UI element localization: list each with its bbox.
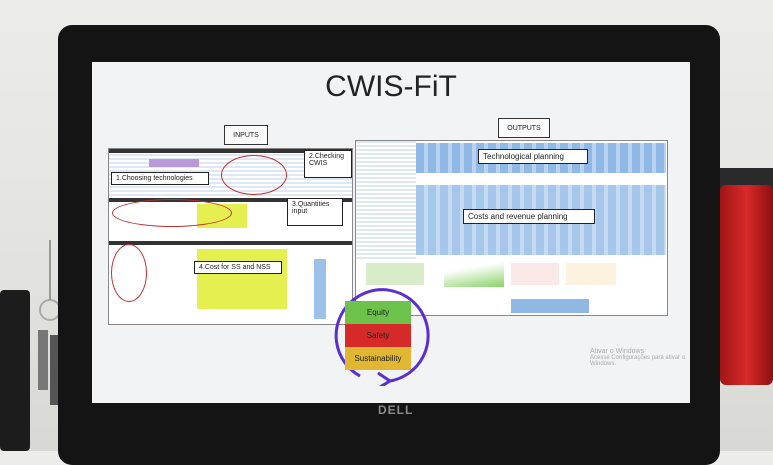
callout-choosing-technologies: 1.Choosing technologies	[111, 172, 209, 185]
outputs-spreadsheet: Technological planning Costs and revenue…	[355, 140, 668, 316]
black-object	[0, 290, 30, 451]
watermark-line2: Acesse Configurações para ativar o Windo…	[590, 355, 686, 367]
callout-costs-revenue-planning: Costs and revenue planning	[463, 209, 595, 224]
pillar-sustainability: Sustainability	[345, 347, 411, 370]
monitor-screen: CWIS-FiT INPUTS OUTPUTS 1.Choosing techn…	[92, 62, 690, 403]
inputs-label: INPUTS	[224, 125, 268, 145]
dell-logo: DELL	[378, 403, 414, 417]
windows-activation-watermark: Ativar o Windows Acesse Configurações pa…	[590, 348, 690, 367]
callout-quantities-input: 3.Quantities input	[287, 198, 343, 226]
outputs-label: OUTPUTS	[498, 118, 550, 138]
slide-title: CWIS-FiT	[325, 70, 457, 103]
callout-technological-planning: Technological planning	[478, 149, 588, 164]
thermos-cap	[718, 168, 773, 190]
pillar-equity: Equity	[345, 301, 411, 324]
callout-checking-cwis: 2.Checking CWIS	[304, 150, 352, 178]
pillar-safety: Safety	[345, 324, 411, 347]
inputs-spreadsheet: 1.Choosing technologies 2.Checking CWIS …	[108, 148, 353, 325]
cycle-arrow-icon	[334, 288, 430, 386]
watermark-line1: Ativar o Windows	[590, 348, 645, 355]
callout-cost-ss-nss: 4.Cost for SS and NSS	[194, 261, 282, 274]
red-thermos	[720, 185, 773, 385]
